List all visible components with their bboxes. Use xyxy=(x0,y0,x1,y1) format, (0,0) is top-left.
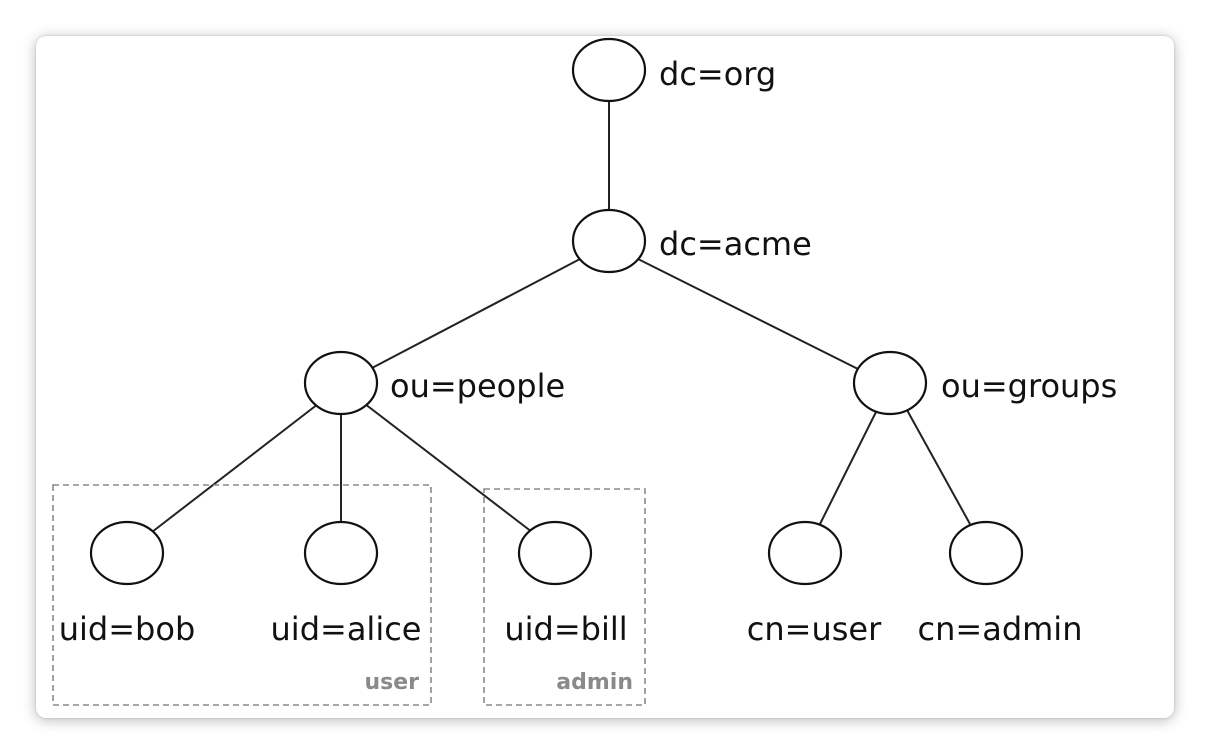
label-cn-user: cn=user xyxy=(747,610,882,648)
label-uid-bob: uid=bob xyxy=(59,610,196,648)
edge-groups-admin xyxy=(906,409,971,525)
label-ou-people: ou=people xyxy=(390,367,565,405)
edge-people-bob xyxy=(151,403,319,533)
node-dc-org xyxy=(571,37,647,103)
label-cn-admin: cn=admin xyxy=(918,610,1083,648)
tree-edges xyxy=(151,101,971,533)
group-box-admin xyxy=(483,488,646,706)
label-dc-org: dc=org xyxy=(659,55,776,93)
node-ou-people xyxy=(303,350,379,416)
diagram-card xyxy=(36,36,1174,718)
tree-nodes xyxy=(89,37,1024,586)
node-uid-bob xyxy=(89,520,165,586)
edge-acme-groups xyxy=(637,258,859,370)
node-uid-bill xyxy=(517,520,593,586)
label-dc-acme: dc=acme xyxy=(659,225,812,263)
label-ou-groups: ou=groups xyxy=(941,367,1117,405)
label-uid-alice: uid=alice xyxy=(271,610,422,648)
edge-groups-user xyxy=(819,409,878,525)
node-ou-groups xyxy=(852,350,928,416)
group-label-admin: admin xyxy=(556,670,633,695)
node-uid-alice xyxy=(303,520,379,586)
label-uid-bill: uid=bill xyxy=(504,610,627,648)
node-dc-acme xyxy=(571,208,647,274)
node-cn-user xyxy=(767,520,843,586)
group-label-user: user xyxy=(364,670,419,695)
group-box-user xyxy=(52,484,432,706)
node-cn-admin xyxy=(948,520,1024,586)
edge-acme-people xyxy=(369,258,581,370)
edge-people-bill xyxy=(364,403,533,533)
